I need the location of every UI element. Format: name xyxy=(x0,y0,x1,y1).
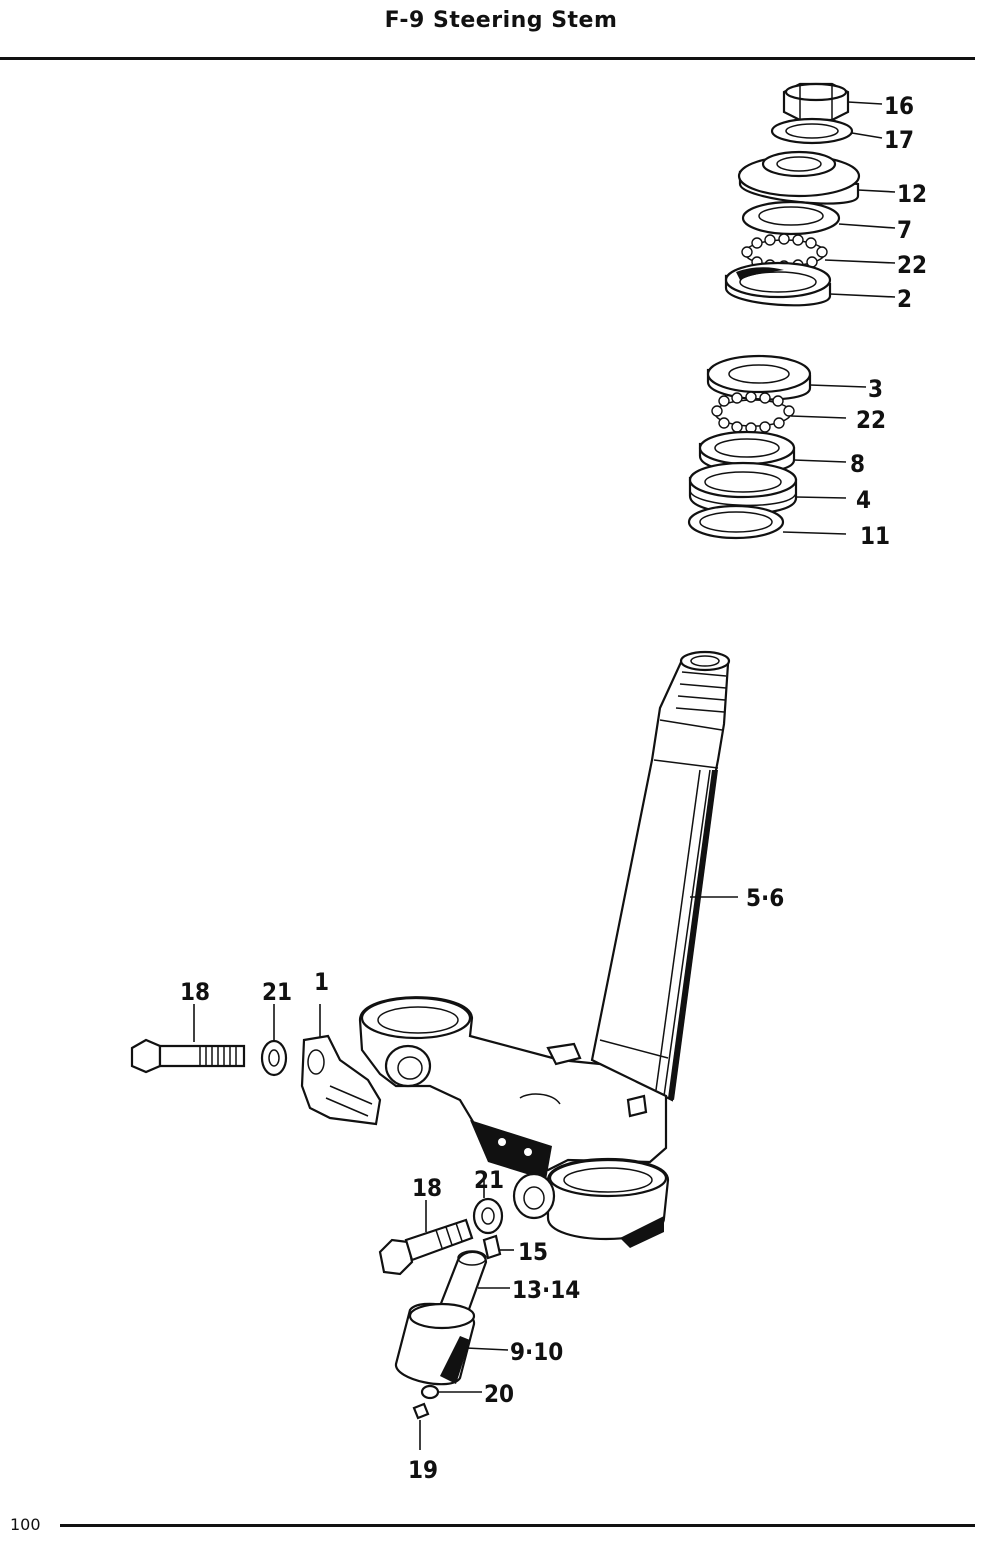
header-rule xyxy=(0,57,975,60)
screw-19 xyxy=(412,1402,430,1420)
dust-seal-washer-11 xyxy=(687,504,785,540)
callout-20: 20 xyxy=(484,1380,514,1408)
washer-20 xyxy=(420,1384,440,1400)
steering-stem-nut xyxy=(782,82,850,122)
callout-15: 15 xyxy=(518,1238,548,1266)
bracket-1 xyxy=(300,1034,382,1126)
washer-17 xyxy=(770,117,854,145)
callout-19: 19 xyxy=(408,1456,438,1484)
leader-lines xyxy=(193,101,896,1450)
callout-21-lower: 21 xyxy=(474,1166,504,1194)
callout-11: 11 xyxy=(860,522,890,550)
callout-3: 3 xyxy=(868,375,883,403)
footer-rule xyxy=(60,1524,975,1527)
top-ball-race-7 xyxy=(741,200,841,236)
callout-9-10: 9·10 xyxy=(510,1338,563,1366)
page-number: 100 xyxy=(10,1515,41,1534)
sleeve-9-10 xyxy=(394,1302,476,1386)
top-cone-race-12 xyxy=(737,150,861,205)
bottom-cone-race-3 xyxy=(706,354,812,401)
washer-21-lower xyxy=(472,1197,504,1235)
callout-16: 16 xyxy=(884,92,914,120)
callout-13-14: 13·14 xyxy=(512,1276,580,1304)
bolt-18-left xyxy=(130,1038,246,1074)
callout-2: 2 xyxy=(897,285,912,313)
steel-balls-22-lower xyxy=(711,391,795,434)
callout-12: 12 xyxy=(897,180,927,208)
steering-stem-5-6 xyxy=(590,650,731,1102)
callout-8: 8 xyxy=(850,450,865,478)
callout-7: 7 xyxy=(897,216,912,244)
bolt-18-lower xyxy=(378,1218,474,1276)
bottom-bridge xyxy=(358,996,670,1248)
washer-21-left xyxy=(260,1039,288,1077)
callout-18-lower: 18 xyxy=(412,1174,442,1202)
callout-22-upper: 22 xyxy=(897,251,927,279)
callout-17: 17 xyxy=(884,126,914,154)
callout-5-6: 5·6 xyxy=(746,884,784,912)
callout-4: 4 xyxy=(856,486,871,514)
dust-seal-4 xyxy=(688,461,798,515)
callout-18-left: 18 xyxy=(180,978,210,1006)
grease-nipple-15 xyxy=(482,1234,502,1260)
callout-21-left: 21 xyxy=(262,978,292,1006)
bottom-cone-race-2 xyxy=(724,261,832,307)
callout-1: 1 xyxy=(314,968,329,996)
callout-22-lower: 22 xyxy=(856,406,886,434)
page-title: F-9 Steering Stem xyxy=(384,8,618,33)
